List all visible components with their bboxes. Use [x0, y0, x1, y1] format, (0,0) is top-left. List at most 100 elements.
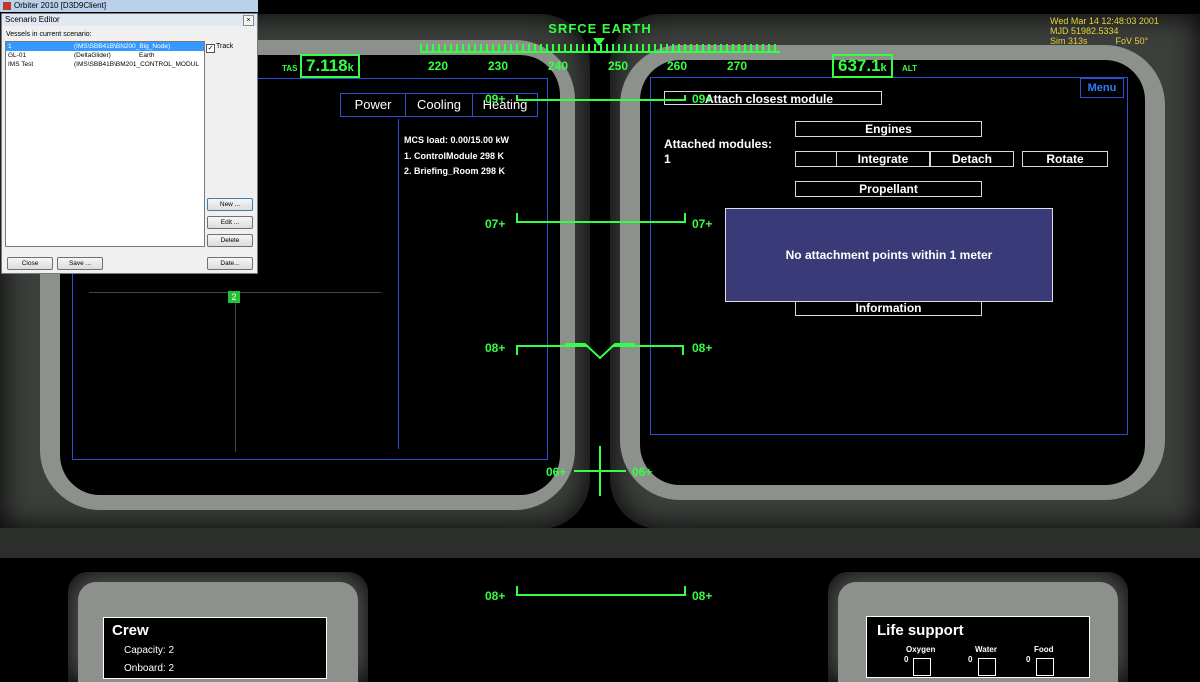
- scenario-editor-title-bar[interactable]: Scenario Editor: [2, 14, 257, 26]
- vessel-name: IMS Test: [8, 61, 34, 68]
- oxygen-label: Oxygen: [906, 645, 936, 654]
- pitch-label-3-left: 08+: [485, 341, 506, 355]
- food-gauge: [1036, 658, 1054, 676]
- heading-tick-230: 230: [487, 59, 509, 73]
- vessel-list[interactable]: 1 (IMS\SBB41B\BN200_Big_Node) GL-01 (Del…: [5, 41, 205, 247]
- oxygen-gauge: [913, 658, 931, 676]
- flight-path-marker-icon: [565, 343, 635, 360]
- sim-info: Wed Mar 14 12:48:03 2001 MJD 51982.5334 …: [1050, 16, 1159, 46]
- tas-readout: 7.118k: [300, 54, 360, 78]
- close-button[interactable]: Close: [7, 257, 53, 270]
- alt-label: ALT: [902, 64, 917, 73]
- sim-date: Wed Mar 14 12:48:03 2001: [1050, 16, 1159, 26]
- delete-button[interactable]: Delete: [207, 234, 253, 247]
- sim-fov: FoV 50°: [1115, 36, 1149, 46]
- heading-caret-icon: [593, 38, 605, 46]
- tab-cooling[interactable]: Cooling: [405, 93, 473, 117]
- pitch-label-5-right: 08+: [692, 589, 713, 603]
- detach-button[interactable]: Detach: [930, 151, 1014, 167]
- pitch-label-2-right: 07+: [692, 217, 713, 231]
- attached-modules-count: 1: [664, 152, 671, 166]
- pitch-label-5-left: 08+: [485, 589, 506, 603]
- module-marker[interactable]: 2: [228, 291, 240, 303]
- life-support-title: Life support: [877, 622, 964, 639]
- pitch-line-2: [516, 213, 686, 223]
- app-title: Orbiter 2010 [D3D9Client]: [14, 1, 107, 10]
- information-button[interactable]: Information: [795, 300, 982, 316]
- heading-tick-270: 270: [726, 59, 748, 73]
- track-label: Track: [216, 43, 234, 50]
- heading-tick-260: 260: [666, 59, 688, 73]
- attach-closest-button[interactable]: Attach closest module: [664, 91, 882, 106]
- vessel-class: (IMS\SBB41B\BN200_Big_Node): [74, 43, 171, 50]
- vessel-row-ims-test[interactable]: IMS Test (IMS\SBB41B\BM201_CONTROL_MODUL: [6, 60, 204, 69]
- engines-button[interactable]: Engines: [795, 121, 982, 137]
- water-gauge: [978, 658, 996, 676]
- oxygen-value: 0: [904, 655, 909, 664]
- pitch-label-4-left: 06+: [546, 465, 567, 479]
- sim-time: Sim 313s: [1050, 36, 1088, 46]
- menu-button[interactable]: Menu: [1080, 78, 1124, 98]
- attachment-message-popup: No attachment points within 1 meter: [725, 208, 1053, 302]
- vessel-row-gl01[interactable]: GL-01 (DeltaGlider) Earth: [6, 51, 204, 60]
- pitch-line-horizon-left: [516, 345, 588, 355]
- crosshair-horizontal: [574, 470, 626, 472]
- water-value: 0: [968, 655, 973, 664]
- alt-readout: 637.1k: [832, 54, 893, 78]
- pitch-line-top: [516, 95, 686, 101]
- heading-tape: [420, 44, 780, 52]
- vessel-class: (DeltaGlider): [74, 52, 111, 59]
- dialog-close-icon[interactable]: ×: [243, 15, 254, 26]
- new-button[interactable]: New ...: [207, 198, 253, 211]
- app-title-bar[interactable]: Orbiter 2010 [D3D9Client]: [0, 0, 258, 12]
- alt-unit: k: [880, 62, 887, 74]
- scenario-editor-dialog: Scenario Editor × Vessels in current sce…: [1, 13, 258, 274]
- sim-mjd: MJD 51982.5334: [1050, 26, 1119, 36]
- mcs-load-text: MCS load: 0.00/15.00 kW: [404, 135, 510, 145]
- sim-time-row: Sim 313s FoV 50°: [1050, 36, 1159, 46]
- heading-tick-250: 250: [607, 59, 629, 73]
- integrate-spacer: [795, 151, 837, 167]
- save-button[interactable]: Save ...: [57, 257, 103, 270]
- left-mfd-plot-vline: [235, 292, 236, 452]
- left-mfd-divider: [398, 119, 399, 449]
- heading-tick-220: 220: [427, 59, 449, 73]
- vessel-class: (IMS\SBB41B\BM201_CONTROL_MODUL: [74, 61, 199, 68]
- integrate-button[interactable]: Integrate: [836, 151, 930, 167]
- water-label: Water: [975, 645, 997, 654]
- pitch-label-2-left: 07+: [485, 217, 506, 231]
- hud-mode-label: SRFCE EARTH: [548, 21, 652, 36]
- attachment-message-text: No attachment points within 1 meter: [785, 248, 993, 262]
- date-button[interactable]: Date...: [207, 257, 253, 270]
- app-icon: [3, 1, 11, 10]
- crew-panel: [103, 617, 327, 679]
- vessel-name: GL-01: [8, 52, 27, 59]
- pitch-label-4-right: 06+: [632, 465, 653, 479]
- pitch-line-bottom: [516, 586, 686, 596]
- tas-label: TAS: [282, 64, 298, 73]
- pitch-label-top-left: 09+: [485, 92, 506, 106]
- vessel-list-label: Vessels in current scenario:: [6, 31, 92, 38]
- vessel-row-1[interactable]: 1 (IMS\SBB41B\BN200_Big_Node): [6, 42, 204, 51]
- rotate-button[interactable]: Rotate: [1022, 151, 1108, 167]
- module-line-1: 1. ControlModule 298 K: [404, 151, 505, 161]
- propellant-button[interactable]: Propellant: [795, 181, 982, 197]
- alt-value: 637.1: [838, 56, 881, 75]
- food-value: 0: [1026, 655, 1031, 664]
- tas-value: 7.118: [306, 56, 348, 75]
- crew-onboard: Onboard: 2: [124, 663, 175, 674]
- vessel-ref: Earth: [139, 52, 155, 59]
- cockpit-lower-band: [0, 528, 1200, 558]
- pitch-line-horizon-right: [612, 345, 684, 355]
- track-checkbox[interactable]: ✓: [206, 44, 215, 53]
- vessel-name: 1: [8, 43, 12, 50]
- crew-title: Crew: [112, 622, 149, 639]
- heading-tick-240: 240: [547, 59, 569, 73]
- edit-button[interactable]: Edit ...: [207, 216, 253, 229]
- pitch-label-3-right: 08+: [692, 341, 713, 355]
- scenario-editor-title: Scenario Editor: [5, 15, 60, 24]
- tab-power[interactable]: Power: [340, 93, 406, 117]
- heading-tape-baseline: [420, 51, 780, 53]
- food-label: Food: [1034, 645, 1054, 654]
- tas-unit: k: [347, 62, 354, 74]
